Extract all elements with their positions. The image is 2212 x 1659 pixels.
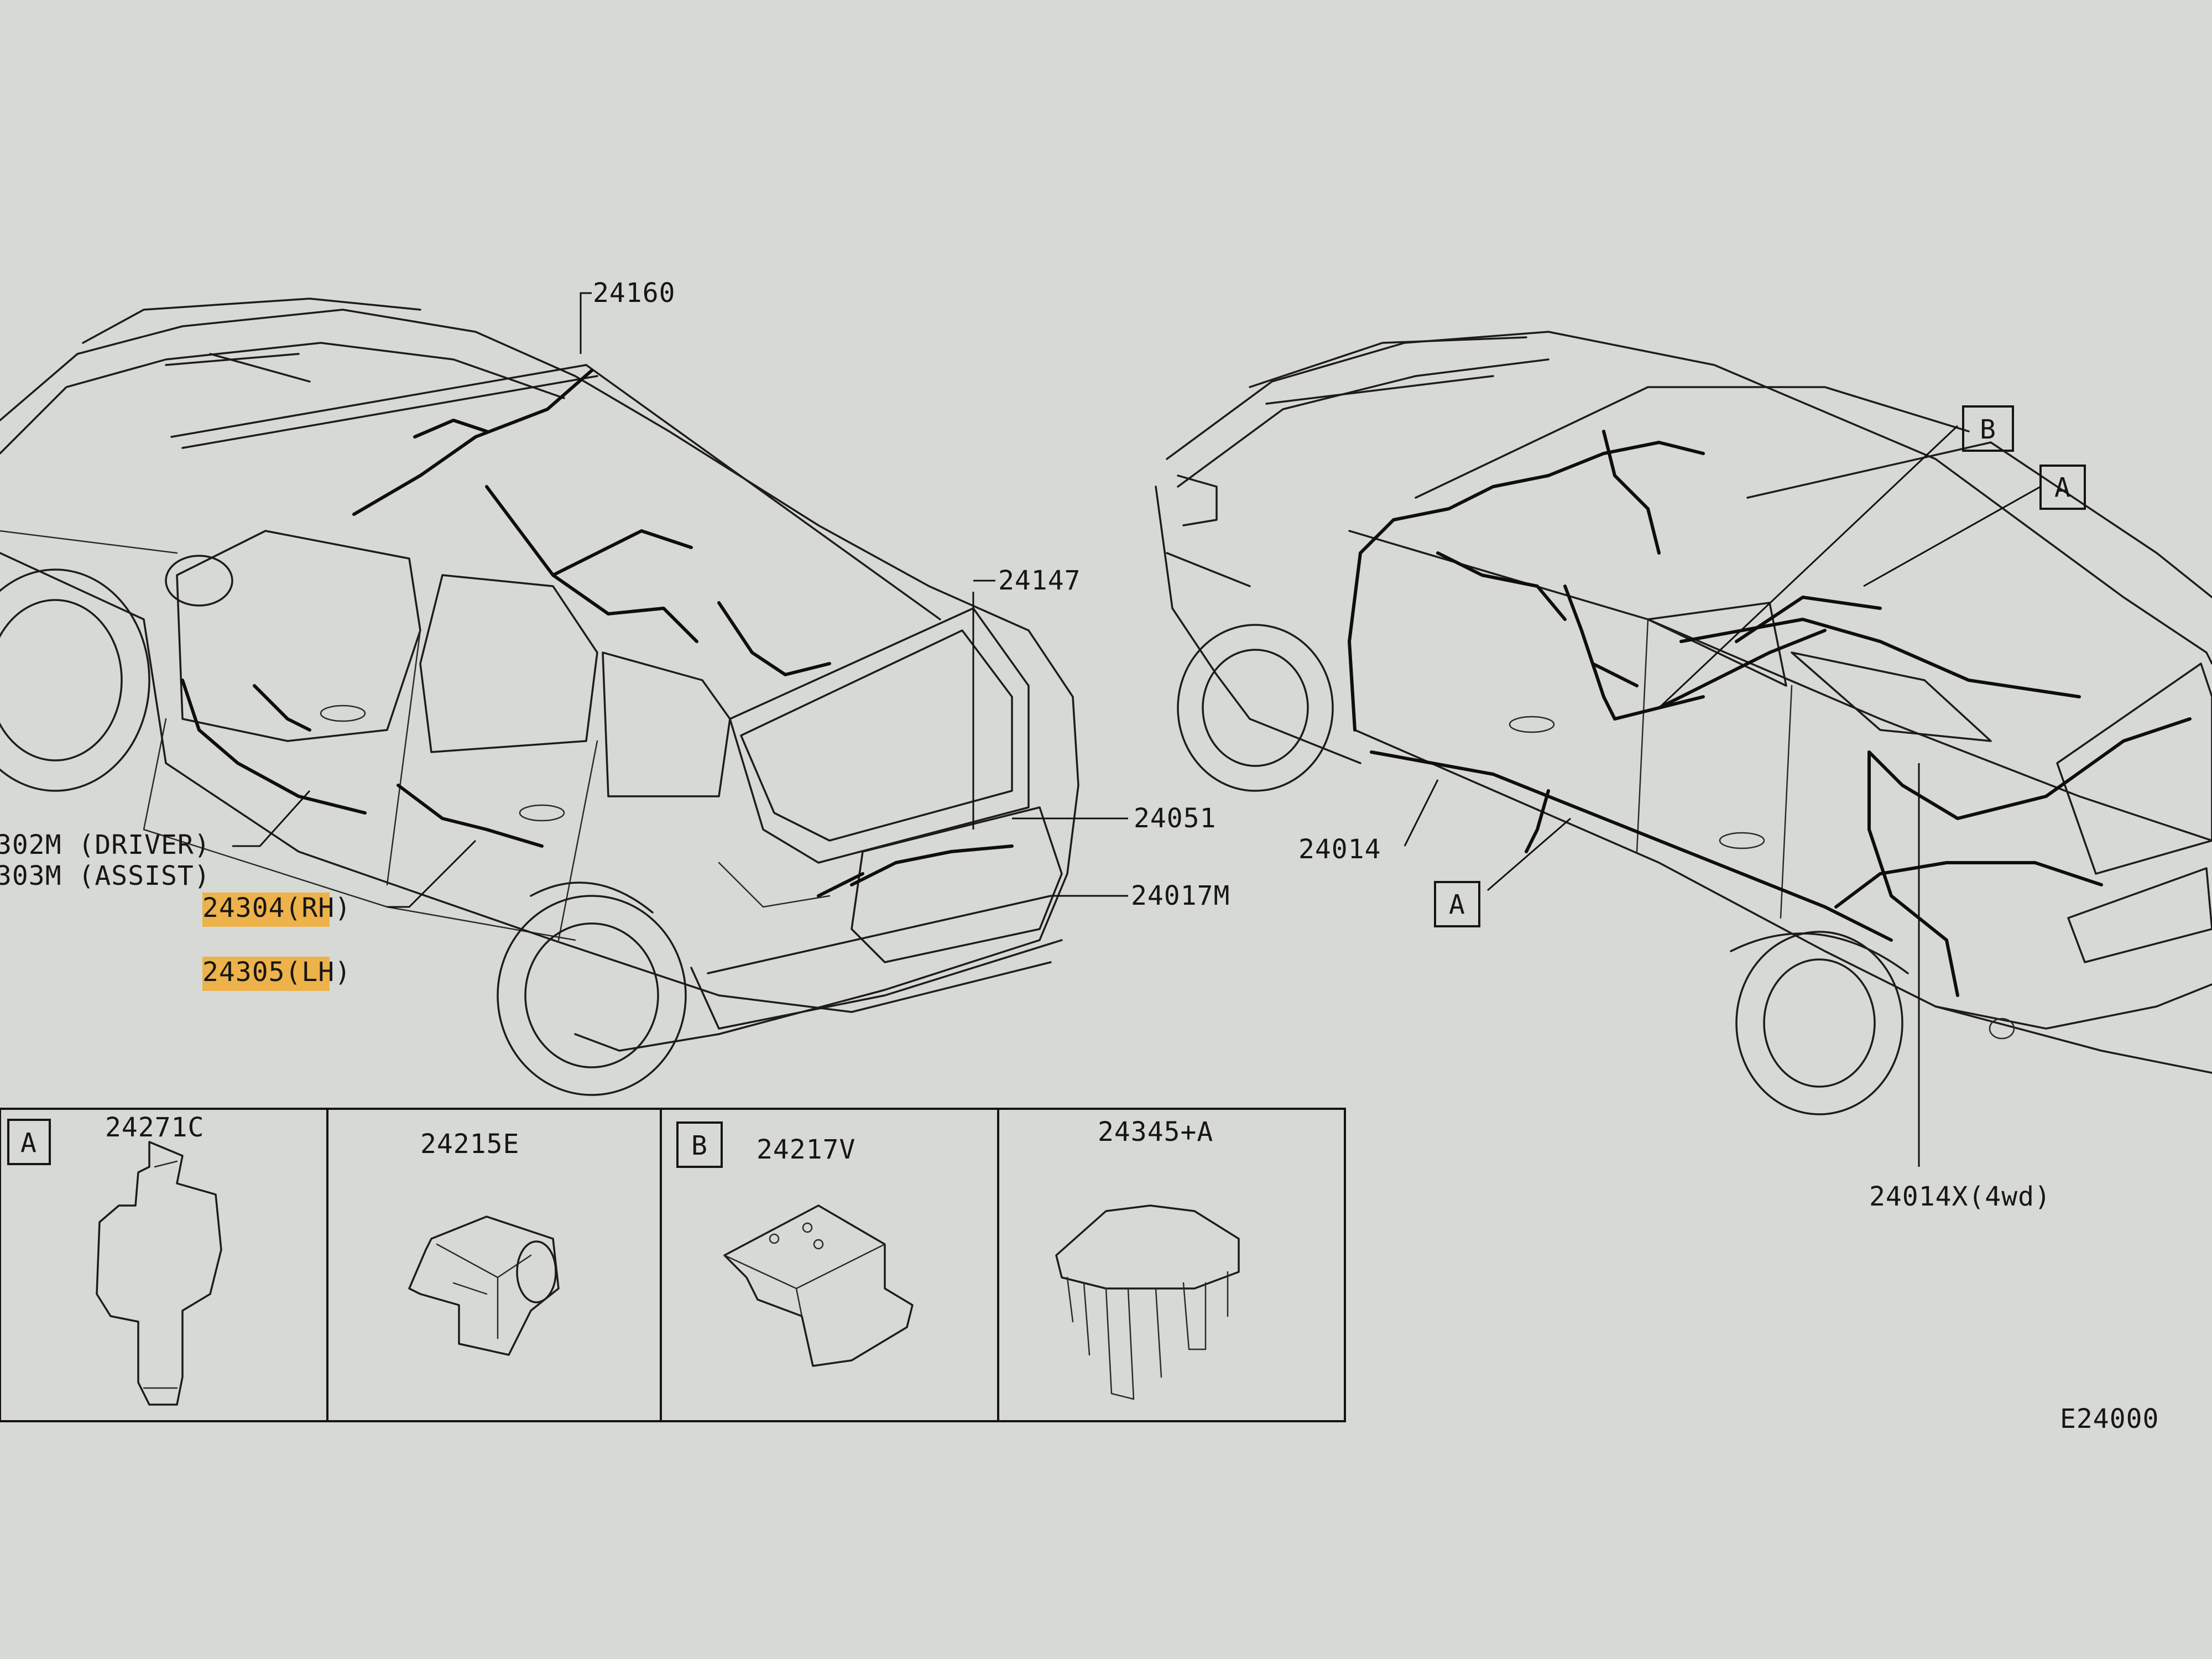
label-303M-assist: 303M (ASSIST) bbox=[0, 860, 211, 891]
parts-cell-1-ref: A bbox=[20, 1128, 37, 1159]
figure-code: E24000 bbox=[2060, 1404, 2159, 1434]
clip-24215E-drawing bbox=[408, 1215, 560, 1356]
highlight-24304 bbox=[202, 893, 330, 927]
parts-cell-3-ref: B bbox=[691, 1130, 708, 1161]
label-24305-lh: 24305(LH) bbox=[202, 957, 351, 988]
parts-cell-3: B 24217V bbox=[676, 1121, 914, 1367]
callout-b-box: B bbox=[1962, 405, 2014, 452]
bracket-24217V-drawing bbox=[723, 1204, 914, 1367]
label-24014: 24014 bbox=[1298, 834, 1381, 865]
leader-lines-right bbox=[1404, 425, 2041, 1167]
callout-b-label: B bbox=[1980, 414, 1996, 445]
parts-cell-4: 24345+A bbox=[1055, 1117, 1240, 1400]
callout-a-top-label: A bbox=[2054, 472, 2071, 503]
parts-cell-1: A 24271C bbox=[7, 1112, 222, 1406]
part-labels: 24160 24147 24051 24017M 302M (DRIVER) 3… bbox=[0, 278, 2159, 1434]
parts-cell-2-part: 24215E bbox=[420, 1129, 519, 1160]
parts-cell-2: 24215E bbox=[408, 1129, 560, 1356]
harness-paths-left bbox=[181, 369, 1014, 898]
vehicle-right-outline bbox=[1155, 331, 2212, 1115]
bracket-24271C-drawing bbox=[96, 1141, 222, 1406]
leader-lines-left bbox=[232, 292, 1128, 908]
label-24304-rh: 24304(RH) bbox=[202, 893, 351, 924]
vehicle-left-outline bbox=[0, 298, 1079, 1096]
label-24051: 24051 bbox=[1134, 803, 1217, 834]
callout-a-lower-label: A bbox=[1449, 889, 1465, 920]
parts-cell-3-part: 24217V bbox=[757, 1134, 855, 1165]
parts-cell-4-part: 24345+A bbox=[1098, 1117, 1213, 1147]
parts-table: A 24271C 24215E B 24217V 24345+A bbox=[0, 1108, 1346, 1422]
callout-a-top-box: A bbox=[2039, 465, 2086, 510]
label-24014X-4wd: 24014X(4wd) bbox=[1869, 1181, 2051, 1212]
label-24017M: 24017M bbox=[1131, 880, 1230, 911]
harness-paths-right bbox=[1348, 430, 2192, 997]
grommet-24345A-drawing bbox=[1055, 1204, 1240, 1290]
label-24147: 24147 bbox=[998, 565, 1081, 596]
callout-a-lower-box: A bbox=[1434, 881, 1480, 927]
label-24160: 24160 bbox=[593, 278, 676, 309]
label-302M-driver: 302M (DRIVER) bbox=[0, 830, 211, 860]
parts-cell-1-part: 24271C bbox=[105, 1112, 204, 1143]
highlight-24305 bbox=[202, 957, 330, 991]
